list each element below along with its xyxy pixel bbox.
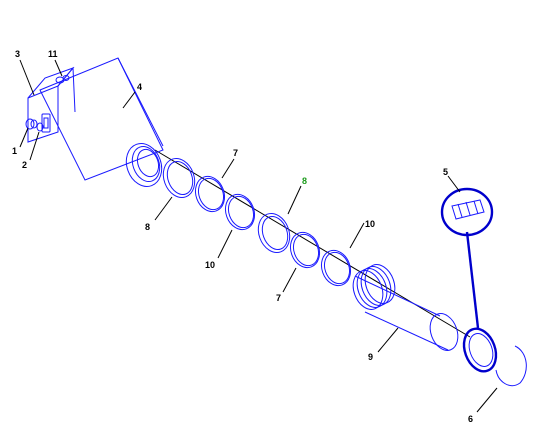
part-9-piston	[352, 264, 459, 351]
callout-11: 11	[48, 49, 58, 59]
callout-7-upper: 7	[233, 148, 238, 158]
part-7-ring-b	[289, 231, 321, 269]
part-7-ring-a	[194, 175, 226, 213]
callout-labels: 3 11 1 2 4 7 8 8 10 7 10 9 5 6	[12, 49, 473, 424]
part-1-plug	[25, 118, 38, 130]
callout-7-lower: 7	[276, 293, 281, 303]
callout-4: 4	[137, 82, 142, 92]
part-8-seal-ring-a	[162, 158, 196, 198]
part-5-seal-ring	[462, 231, 498, 373]
part-3-head-block	[27, 66, 76, 143]
leader-lines	[19, 59, 498, 413]
callout-5: 5	[443, 167, 448, 177]
part-5-detail-magnifier	[440, 187, 494, 237]
callout-10-left: 10	[205, 260, 215, 270]
callout-6: 6	[468, 414, 473, 424]
callout-3: 3	[15, 49, 20, 59]
part-8-seal-ring-b	[257, 213, 291, 253]
callout-1: 1	[12, 146, 17, 156]
callout-9: 9	[368, 352, 373, 362]
callout-8-lower: 8	[145, 222, 150, 232]
part-4-cylinder-housing	[39, 57, 164, 187]
part-10-ring-a	[224, 193, 256, 231]
callout-8-highlighted: 8	[302, 176, 307, 186]
callout-2: 2	[22, 160, 27, 170]
part-6-snap-ring	[495, 345, 527, 387]
callout-10-right: 10	[365, 219, 375, 229]
part-2-plug	[36, 122, 44, 132]
part-10-ring-b	[320, 249, 352, 287]
part-11-port-fitting	[55, 75, 70, 84]
